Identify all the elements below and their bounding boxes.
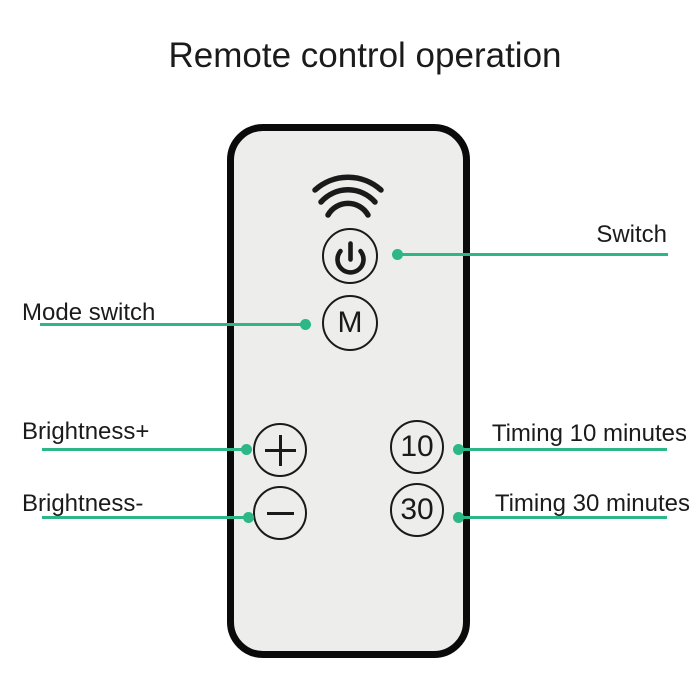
callout-label-switch: Switch xyxy=(596,221,667,248)
callout-label-mode-switch: Mode switch xyxy=(22,299,156,326)
plus-icon xyxy=(264,434,296,466)
timing-30-button[interactable]: 30 xyxy=(390,483,444,537)
callout-dot-mode-switch xyxy=(300,319,311,330)
page-title: Remote control operation xyxy=(168,36,562,75)
power-icon xyxy=(334,240,366,275)
callout-line-brightness-plus xyxy=(42,448,246,451)
callout-dot-switch xyxy=(392,249,403,260)
callout-label-brightness-plus: Brightness+ xyxy=(22,418,150,445)
callout-line-brightness-minus xyxy=(42,516,248,519)
wifi-signal-icon xyxy=(312,174,384,218)
mode-button[interactable]: M xyxy=(322,295,378,351)
callout-dot-timing-30 xyxy=(453,512,464,523)
power-button[interactable] xyxy=(322,228,378,284)
callout-line-mode-switch xyxy=(40,323,305,326)
brightness-plus-button[interactable] xyxy=(253,423,307,477)
brightness-minus-button[interactable] xyxy=(253,486,307,540)
callout-label-timing-10: Timing 10 minutes xyxy=(491,420,687,447)
callout-line-timing-30 xyxy=(458,516,667,519)
minus-icon xyxy=(266,511,294,515)
mode-button-label: M xyxy=(337,306,363,339)
callout-dot-brightness-minus xyxy=(243,512,254,523)
callout-dot-timing-10 xyxy=(453,444,464,455)
callout-label-brightness-minus: Brightness- xyxy=(22,490,144,517)
timing-10-button[interactable]: 10 xyxy=(390,420,444,474)
callout-line-timing-10 xyxy=(458,448,667,451)
timing-10-button-label: 10 xyxy=(400,430,434,463)
callout-line-switch xyxy=(397,253,668,256)
remote-body xyxy=(227,124,470,658)
callout-label-timing-30: Timing 30 minutes xyxy=(494,490,690,517)
timing-30-button-label: 30 xyxy=(400,493,434,526)
callout-dot-brightness-plus xyxy=(241,444,252,455)
